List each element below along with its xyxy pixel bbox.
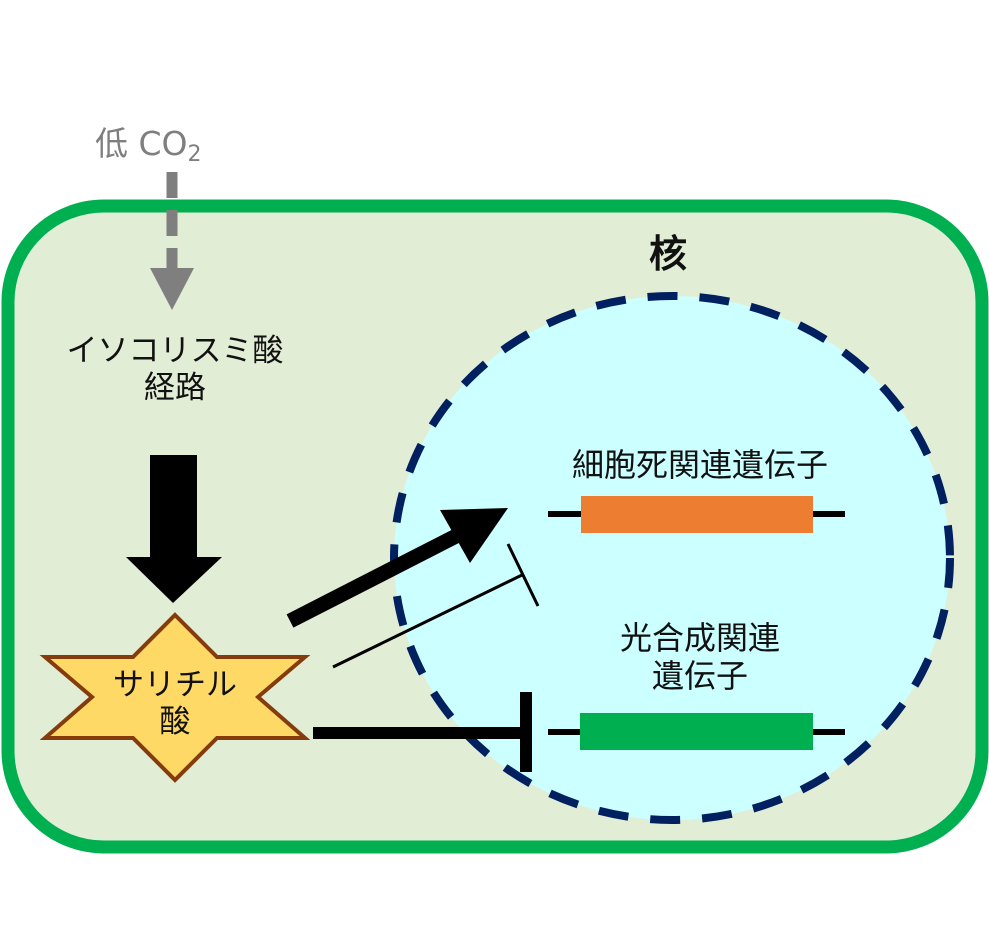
co2-subscript: 2: [187, 142, 202, 167]
gene2-line-1: 光合成関連: [619, 619, 780, 657]
pathway-to-sa-arrow: [126, 455, 222, 603]
weak-inhibition-line: [332, 543, 540, 669]
pathway-line-1: イソコリスミ酸: [66, 333, 284, 369]
activation-arrow: [286, 508, 508, 628]
gene2-line-2: 遺伝子: [651, 656, 748, 695]
inhibition-line: [313, 692, 532, 772]
gene1-line-1: 細胞死関連遺伝子: [571, 446, 828, 484]
low-co2-arrow: [150, 172, 194, 310]
salicylic-acid-label: サリチル 酸: [85, 667, 265, 740]
gene-photosynthesis: [548, 713, 845, 750]
low-co2-label: 低 CO2: [95, 124, 255, 168]
nucleus-label: 核: [648, 232, 687, 276]
sa-line-2: 酸: [159, 703, 191, 740]
photosynthesis-gene-label: 光合成関連 遺伝子: [560, 619, 840, 696]
isochorismate-pathway-label: イソコリスミ酸 経路: [40, 333, 310, 406]
salicylic-acid-star: [39, 612, 311, 783]
gene-cell-death: [548, 496, 845, 533]
nucleus: [390, 292, 954, 824]
cell-death-gene-label: 細胞死関連遺伝子: [530, 446, 870, 485]
sa-line-1: サリチル: [113, 667, 237, 703]
pathway-line-2: 経路: [144, 369, 206, 406]
low-co2-text: 低 CO: [95, 124, 188, 163]
